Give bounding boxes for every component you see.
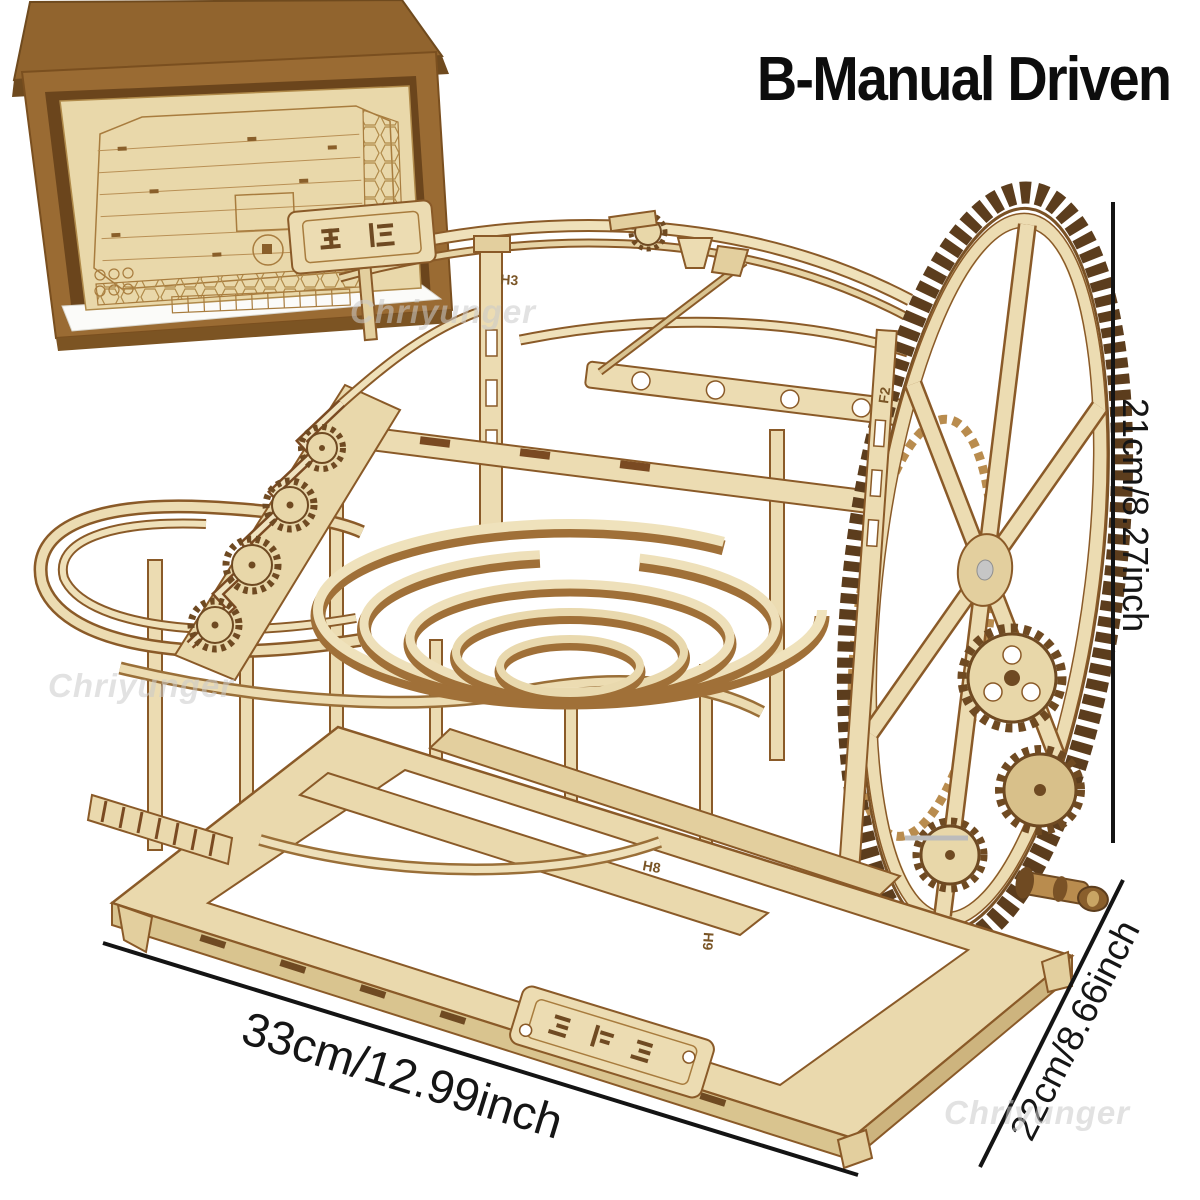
marble-bucket xyxy=(710,244,750,278)
crossbar-with-holes xyxy=(584,360,907,427)
part-label-h3: H3 xyxy=(500,271,519,288)
marble-elevator-ladder xyxy=(173,307,480,682)
brand-plaque xyxy=(509,985,715,1099)
metal-axle-pin xyxy=(976,559,994,581)
base-crossbeam xyxy=(297,771,771,937)
star-gears xyxy=(187,424,346,653)
watermark: Chriyunger xyxy=(350,293,537,330)
base-crossbeam xyxy=(428,727,902,897)
part-label-f2: F2 xyxy=(875,386,893,405)
base-frame: H8 H9 xyxy=(86,725,1075,1170)
sign-plaque xyxy=(287,199,437,342)
drive-gears xyxy=(905,623,1109,912)
page-title: B-Manual Driven xyxy=(756,45,1172,114)
part-label-h8: H8 xyxy=(641,857,662,876)
watermark: Chriyunger xyxy=(48,667,235,704)
depth-dimension-line xyxy=(978,879,1125,1168)
box-front-edge xyxy=(56,310,452,351)
part-label-h9: H9 xyxy=(700,932,717,951)
fence-cutout xyxy=(171,288,351,314)
engraved-glyphs xyxy=(320,223,395,250)
base-feet xyxy=(116,903,1074,1170)
crank-handle xyxy=(1015,866,1109,912)
width-dimension-line xyxy=(102,941,859,1177)
spiral-track xyxy=(310,519,830,710)
small-cutouts-row xyxy=(94,267,134,297)
marble-bucket xyxy=(676,237,714,269)
engraved-brand-glyphs xyxy=(547,1014,654,1064)
comb-piece xyxy=(86,793,234,866)
small-gear xyxy=(628,212,668,252)
wheel-support-beam xyxy=(836,328,898,891)
watermark: Chriyunger xyxy=(944,1094,1131,1131)
height-dimension-label: 21cm/8.27inch xyxy=(1115,398,1156,633)
